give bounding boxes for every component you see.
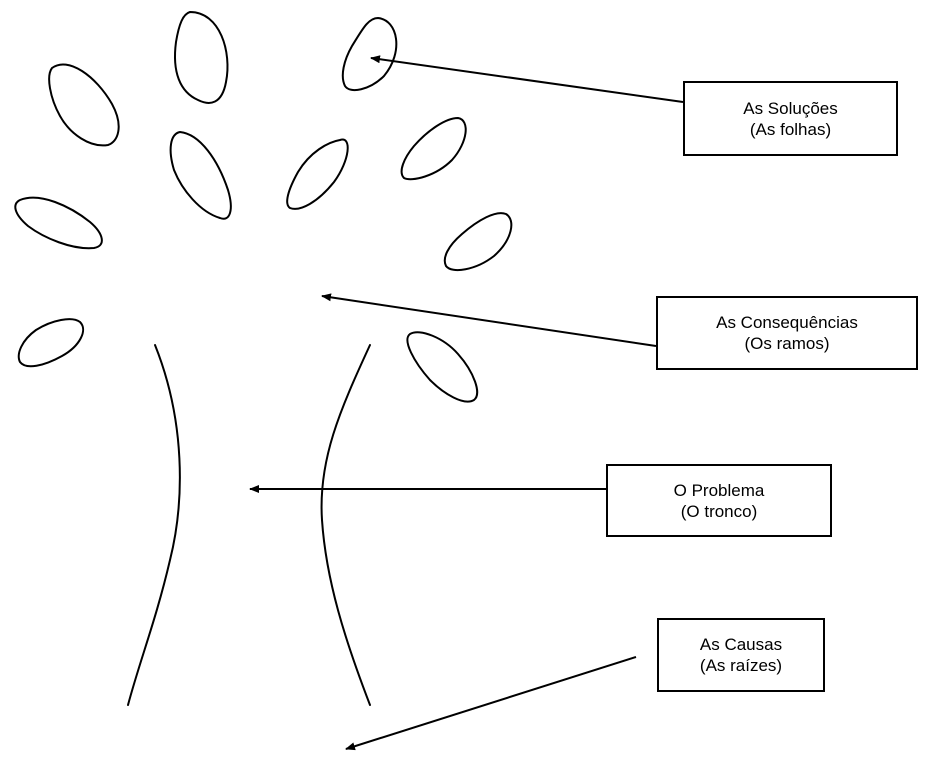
leaf-shape	[341, 17, 398, 92]
label-box-solucoes: As Soluções (As folhas)	[683, 81, 898, 156]
leaf-shape	[14, 196, 103, 250]
trunk-left-line	[127, 344, 181, 706]
label-box-causas: As Causas (As raízes)	[657, 618, 825, 692]
label-box-consequencias: As Consequências (Os ramos)	[656, 296, 918, 370]
label-causas-title: As Causas	[699, 635, 783, 654]
trunk-right-line	[320, 344, 371, 706]
label-consequencias-title: As Consequências	[716, 313, 858, 332]
leaf-shape	[174, 11, 229, 104]
leaf-shape	[169, 131, 232, 220]
label-causas-subtitle: (As raízes)	[699, 656, 783, 675]
leaf-shape	[48, 63, 120, 147]
arrow-solucoes	[370, 55, 684, 103]
label-box-problema: O Problema (O tronco)	[606, 464, 832, 537]
leaves-group	[14, 11, 513, 403]
arrow-consequencias	[321, 293, 657, 347]
arrow-causas	[345, 656, 637, 751]
label-problema-subtitle: (O tronco)	[680, 501, 758, 521]
label-solucoes-title: As Soluções	[743, 98, 838, 118]
leaf-shape	[400, 117, 467, 181]
leaf-shape	[406, 331, 479, 403]
leaf-shape	[17, 318, 85, 368]
label-consequencias-subtitle: (Os ramos)	[744, 334, 830, 353]
trunk-group	[127, 344, 371, 706]
label-problema-title: O Problema	[673, 480, 765, 500]
leaf-shape	[443, 212, 513, 272]
leaf-shape	[286, 138, 349, 210]
label-solucoes-subtitle: (As folhas)	[749, 119, 832, 139]
